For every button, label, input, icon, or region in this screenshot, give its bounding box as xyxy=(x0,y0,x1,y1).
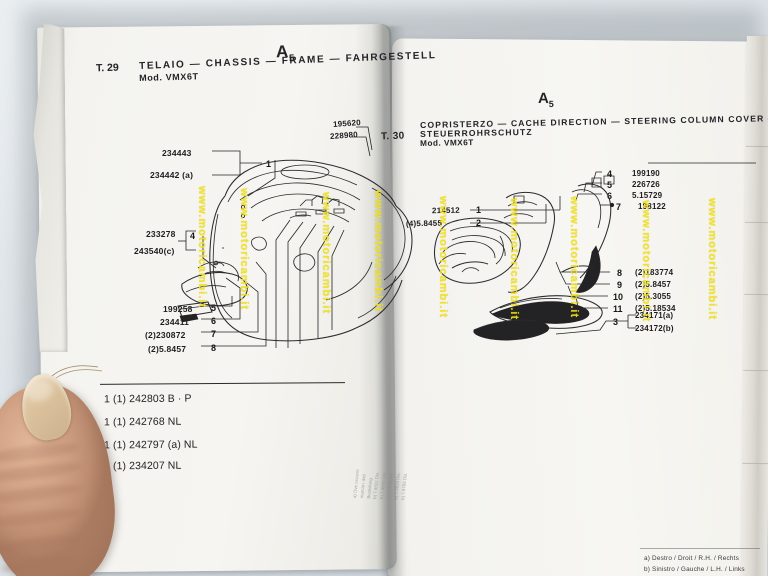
left-callout-part-234411: 234411 xyxy=(160,317,190,327)
right-index-3: 3 xyxy=(613,317,619,327)
right-index-5: 5 xyxy=(607,180,613,190)
book-gutter xyxy=(380,26,406,576)
open-book xyxy=(28,6,768,576)
legend-item-b: b) Sinistro / Gauche / L.H. / Links xyxy=(644,566,745,573)
right-callout-part-58457b: (2)5.8457 xyxy=(635,280,672,289)
right-index-7: 7 xyxy=(616,202,622,212)
watermark-text: www.motoricambi.it xyxy=(238,188,250,311)
legend-item-a: a) Destro / Droit / R.H. / Rechts xyxy=(644,555,740,562)
right-index-11: 11 xyxy=(613,304,623,314)
right-callout-part-515729: 5.15729 xyxy=(632,191,663,200)
right-callout-part-518534: (2)5.18534 xyxy=(635,304,676,313)
right-index-4: 4 xyxy=(607,169,613,179)
watermark-text: www.motoricambi.it xyxy=(640,200,652,323)
left-callout-part-243540: 243540(c) xyxy=(134,246,175,256)
left-index-7: 7 xyxy=(211,329,217,339)
left-callout-part-58457: (2)5.8457 xyxy=(148,344,187,354)
left-index-5: 5 xyxy=(211,303,217,313)
left-callout-part-234443: 234443 xyxy=(162,148,192,158)
right-callout-part-199190: 199190 xyxy=(632,169,660,178)
watermark-text: www.motoricambi.it xyxy=(372,190,384,313)
right-index-6: 6 xyxy=(607,191,613,201)
left-callout-part-234442: 234442 (a) xyxy=(150,170,194,180)
left-index-6: 6 xyxy=(211,316,217,326)
right-callout-part-234171: 234171(a) xyxy=(635,311,674,320)
left-index-1: 1 xyxy=(266,159,272,169)
right-index-8: 8 xyxy=(617,268,623,278)
left-index-4: 4 xyxy=(190,231,196,241)
watermark-text: www.motoricambi.it xyxy=(508,198,520,321)
watermark-text: www.motoricambi.it xyxy=(196,186,208,309)
hand-holding-book xyxy=(0,365,124,576)
right-callout-part-226726: 226726 xyxy=(632,180,660,189)
right-index-10: 10 xyxy=(613,292,624,302)
left-callout-part-233278: 233278 xyxy=(146,229,176,239)
right-callout-part-198122: 198122 xyxy=(638,202,666,211)
right-callout-part-183774: (2)183774 xyxy=(635,268,674,277)
right-callout-part-53055: (2)5.3055 xyxy=(635,292,672,301)
watermark-text: www.motoricambi.it xyxy=(320,192,332,315)
right-callout-part-234172: 234172(b) xyxy=(635,324,674,333)
watermark-text: www.motoricambi.it xyxy=(706,198,718,321)
watermark-text: www.motoricambi.it xyxy=(568,196,580,319)
left-callout-part-230872: (2)230872 xyxy=(145,330,186,340)
right-index-9: 9 xyxy=(617,280,623,290)
left-callout-part-199258: 199258 xyxy=(163,304,193,314)
hair-strands xyxy=(51,365,103,379)
watermark-text: www.motoricambi.it xyxy=(437,196,449,319)
legend-divider xyxy=(640,548,760,549)
left-index-8: 8 xyxy=(211,343,217,353)
